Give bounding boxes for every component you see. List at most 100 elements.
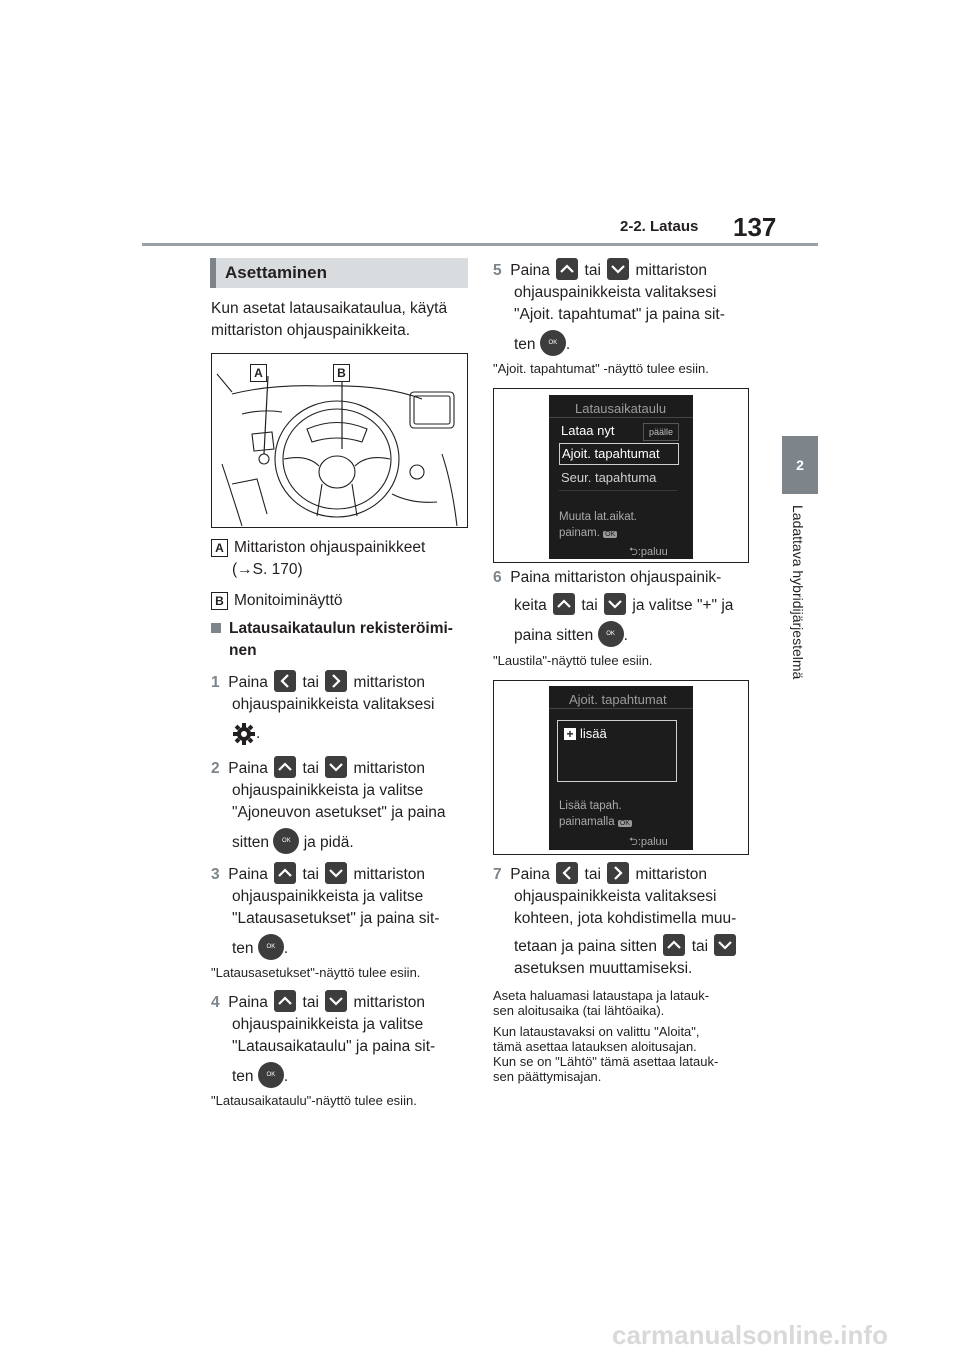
step-3: 3 Paina tai mittariston ohjauspainikkeis… <box>211 862 471 962</box>
down-arrow-icon <box>325 862 348 884</box>
screen-divider <box>549 417 693 418</box>
step-text: ja pidä. <box>303 834 354 852</box>
hint-text: painamalla <box>559 816 615 828</box>
step-number: 2 <box>211 760 220 778</box>
step-text: ohjauspainikkeista valitaksesi <box>514 888 717 906</box>
step-text: tai <box>584 866 601 884</box>
plus-icon: + <box>564 728 576 740</box>
step-text: mittariston <box>635 262 708 280</box>
step-text: ten <box>232 1068 254 1086</box>
add-text: lisää <box>580 726 607 741</box>
step-text: . <box>256 725 261 743</box>
step-text: ten <box>514 336 536 354</box>
screen-divider <box>549 708 693 709</box>
step-text: Paina <box>510 866 550 884</box>
step-text: kohteen, jota kohdistimella muu- <box>514 910 737 928</box>
ok-badge: OK <box>617 820 632 827</box>
step-text: Paina <box>228 866 268 884</box>
hint-text: painam. <box>559 527 600 539</box>
right-arrow-icon <box>607 862 630 884</box>
step-text: tai <box>581 597 598 615</box>
step-number: 4 <box>211 994 220 1012</box>
section-title: 2-2. Lataus <box>620 218 699 235</box>
back-hint: ⮌:paluu <box>629 833 668 852</box>
legend-text: Monitoiminäyttö <box>234 592 343 609</box>
step-number: 5 <box>493 262 502 280</box>
step-text: mittariston <box>353 760 426 778</box>
step-text: ohjauspainikkeista ja valitse <box>232 1016 424 1034</box>
step-text: mittariston <box>635 866 708 884</box>
figure-label-a: A <box>250 364 267 382</box>
steering-illustration <box>216 373 458 527</box>
ok-button-icon: OK <box>257 1062 284 1089</box>
chapter-title: Ladattava hybridijärjestelmä <box>790 505 806 680</box>
legend-key-b: B <box>211 591 228 610</box>
status-badge: päälle <box>643 423 679 441</box>
subheading: Latausaikataulun rekisteröimi- nen <box>211 618 453 662</box>
menu-item-charge-now: Lataa nyt <box>561 423 615 438</box>
step-text: mittariston <box>353 866 426 884</box>
step-text: ohjauspainikkeista valitaksesi <box>232 696 435 714</box>
step-7-note-b: Kun lataustavaksi on valittu "Aloita", t… <box>493 1024 718 1084</box>
step-text: tai <box>302 760 319 778</box>
figure-label-b: B <box>333 364 350 382</box>
back-hint: ⮌:paluu <box>629 543 668 562</box>
step-number: 6 <box>493 569 502 586</box>
step-text: . <box>623 627 628 645</box>
step-text: . <box>283 940 289 958</box>
note-line: tämä asettaa latauksen aloitusajan. <box>493 1039 697 1054</box>
legend-text: Mittariston ohjauspainikkeet <box>234 539 426 556</box>
step-text: tai <box>584 262 601 280</box>
step-text: Paina <box>510 262 550 280</box>
step-7: 7 Paina tai mittariston ohjauspainikkeis… <box>493 862 773 980</box>
step-text: tai <box>302 866 319 884</box>
step-text: Paina <box>228 674 268 692</box>
step-5-note: "Ajoit. tapahtumat" -näyttö tulee esiin. <box>493 361 709 376</box>
step-text: tai <box>691 938 709 956</box>
down-arrow-icon <box>604 593 627 615</box>
step-4: 4 Paina tai mittariston ohjauspainikkeis… <box>211 990 471 1090</box>
back-arrow-icon: ⮌ <box>629 546 638 558</box>
ok-button-icon: OK <box>539 330 566 357</box>
note-line: Aseta haluamasi lataustapa ja latauk- <box>493 988 710 1003</box>
step-text: paina sitten <box>514 627 594 645</box>
screen-hint: Lisää tapah. <box>559 800 622 812</box>
header-divider <box>142 243 818 246</box>
back-text: :paluu <box>637 836 668 848</box>
steering-figure: A B <box>211 353 468 528</box>
right-arrow-icon <box>325 670 348 692</box>
step-text: "Ajoneuvon asetukset" ja paina <box>232 804 446 822</box>
step-number: 7 <box>493 866 502 884</box>
step-text: asetuksen muuttamiseksi. <box>514 960 693 978</box>
watermark: carmanualsonline.info <box>612 1320 888 1350</box>
step-text: "Latausaikataulu" ja paina sit- <box>232 1038 436 1056</box>
ok-button-icon: OK <box>273 828 300 855</box>
ok-badge: OK <box>603 531 618 538</box>
step-text: mittariston <box>353 674 426 692</box>
step-text: Paina <box>228 994 268 1012</box>
step-6-note: "Laustila"-näyttö tulee esiin. <box>493 653 653 668</box>
note-line: Kun se on "Lähtö" tämä asettaa latauk- <box>493 1054 719 1069</box>
back-arrow-icon: ⮌ <box>629 836 638 848</box>
step-5: 5 Paina tai mittariston ohjauspainikkeis… <box>493 258 773 358</box>
step-text: tai <box>302 674 319 692</box>
screen-figure-2: Ajoit. tapahtumat +lisää Lisää tapah. pa… <box>493 680 749 855</box>
subheading-line: nen <box>229 642 257 659</box>
page-number: 137 <box>733 212 777 242</box>
step-text: ohjauspainikkeista ja valitse <box>232 782 424 800</box>
screen-hint: Muuta lat.aikat. <box>559 511 637 523</box>
step-text: ten <box>232 940 254 958</box>
step-2: 2 Paina tai mittariston ohjauspainikkeis… <box>211 756 471 856</box>
up-arrow-icon <box>553 593 576 615</box>
add-event-item: + lisää <box>564 726 607 741</box>
up-arrow-icon <box>663 934 686 957</box>
step-6: 6 Paina mittariston ohjauspainik- keita … <box>493 567 773 649</box>
step-text: keita <box>514 597 547 615</box>
down-arrow-icon <box>325 990 348 1012</box>
up-arrow-icon <box>274 862 297 884</box>
step-text: sitten <box>232 834 270 852</box>
note-line: Kun lataustavaksi on valittu "Aloita", <box>493 1024 700 1039</box>
ok-button-icon: OK <box>597 621 624 648</box>
step-text: "Latausasetukset" ja paina sit- <box>232 910 440 928</box>
step-text: ohjauspainikkeista valitaksesi <box>514 284 717 302</box>
